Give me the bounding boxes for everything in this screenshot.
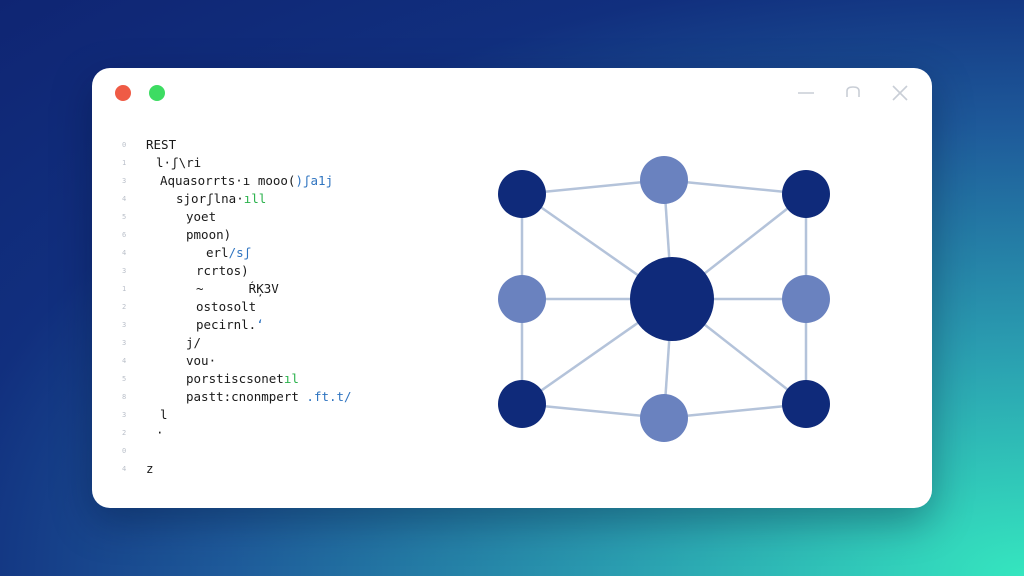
code-token: sjorʃlna· [176, 191, 244, 206]
line-number: 5 [122, 213, 127, 221]
graph-node-bottom-center [640, 394, 688, 442]
code-token: · [156, 425, 164, 440]
graph-node-bottom-right [782, 380, 830, 428]
line-number: 6 [122, 231, 127, 239]
graph-node-top-center [640, 156, 688, 204]
code-accent-token: .ft.t/ [298, 389, 352, 404]
code-text: Aquasorrts·ı mooo()ʃa1j [160, 172, 333, 190]
code-token: porstiscsonet [186, 371, 284, 386]
code-accent-token: ıl [283, 371, 299, 386]
code-text: ostosolt [196, 298, 256, 316]
line-number: 4 [122, 249, 127, 257]
line-number: 5 [122, 375, 127, 383]
code-text: REST [146, 136, 176, 154]
code-token: yoet [186, 209, 217, 224]
app-window: 0 REST 1 l·ʃ\ri 3 Aquasorrts·ı mooo()ʃa1j 4 sjo… [92, 68, 932, 508]
line-number: 0 [122, 447, 127, 455]
line-number: 8 [122, 393, 127, 401]
graph-node-top-left [498, 170, 546, 218]
code-text: l·ʃ\ri [156, 154, 201, 172]
code-text: j/ [186, 334, 201, 352]
code-token: pecirnl. [196, 317, 257, 332]
zoom-dot[interactable] [149, 85, 165, 101]
code-text: sjorʃlna·ıll [176, 190, 266, 208]
code-token: pastt:cnonmpert [186, 389, 299, 404]
line-number: 4 [122, 195, 127, 203]
minimize-icon[interactable] [794, 81, 818, 105]
code-text: · [156, 424, 164, 442]
code-text: ~ ŔĶ3V [196, 280, 279, 298]
code-token: rcrtos) [196, 263, 249, 278]
line-number: 4 [122, 465, 127, 473]
line-number: 2 [122, 303, 127, 311]
maximize-icon[interactable] [841, 81, 865, 105]
code-token: l [160, 407, 168, 422]
line-number: 3 [122, 267, 127, 275]
close-dot[interactable] [115, 85, 131, 101]
code-accent-token: /sʃ [228, 245, 252, 260]
graph-node-top-right [782, 170, 830, 218]
line-number: 3 [122, 339, 127, 347]
line-number: 3 [122, 177, 127, 185]
line-number: 4 [122, 357, 127, 365]
line-number: 1 [122, 285, 127, 293]
code-token: j/ [186, 335, 202, 350]
code-token: pmoon) [186, 227, 232, 242]
code-accent-token: ʻ [256, 317, 264, 332]
code-accent-token: ıll [243, 191, 267, 206]
code-accent-token: )ʃa1j [295, 173, 334, 188]
network-diagram [482, 128, 862, 468]
code-text: erl/sʃ [206, 244, 251, 262]
code-token: ostosolt [196, 299, 257, 314]
title-bar [92, 68, 932, 118]
code-token: vou· [186, 353, 217, 368]
code-token: REST [146, 137, 177, 152]
network-graph [498, 156, 830, 442]
hub-node [630, 257, 714, 341]
graph-node-middle-left [498, 275, 546, 323]
code-token: l·ʃ\ri [156, 155, 202, 170]
line-number: 3 [122, 321, 127, 329]
code-token: z [146, 461, 154, 476]
code-token: ~ ŔĶ3V [196, 281, 279, 296]
code-text: porstiscsonetıl [186, 370, 299, 388]
close-icon[interactable] [888, 81, 912, 105]
graph-node-bottom-left [498, 380, 546, 428]
code-editor[interactable]: 0 REST 1 l·ʃ\ri 3 Aquasorrts·ı mooo()ʃa1j 4 sjo… [92, 136, 422, 476]
code-text: l [160, 406, 168, 424]
code-text: vou· [186, 352, 216, 370]
graph-node-middle-right [782, 275, 830, 323]
code-text: z [146, 460, 154, 478]
code-text: pecirnl.ʻ [196, 316, 264, 334]
code-text: pastt:cnonmpert .ft.t/ [186, 388, 352, 406]
code-text: yoet [186, 208, 216, 226]
line-number: 3 [122, 411, 127, 419]
code-token: Aquasorrts·ı mooo( [160, 173, 296, 188]
code-text: pmoon) [186, 226, 231, 244]
line-number: 0 [122, 141, 127, 149]
code-token: erl [206, 245, 229, 260]
line-number: 2 [122, 429, 127, 437]
line-number: 1 [122, 159, 127, 167]
code-text: rcrtos) [196, 262, 249, 280]
